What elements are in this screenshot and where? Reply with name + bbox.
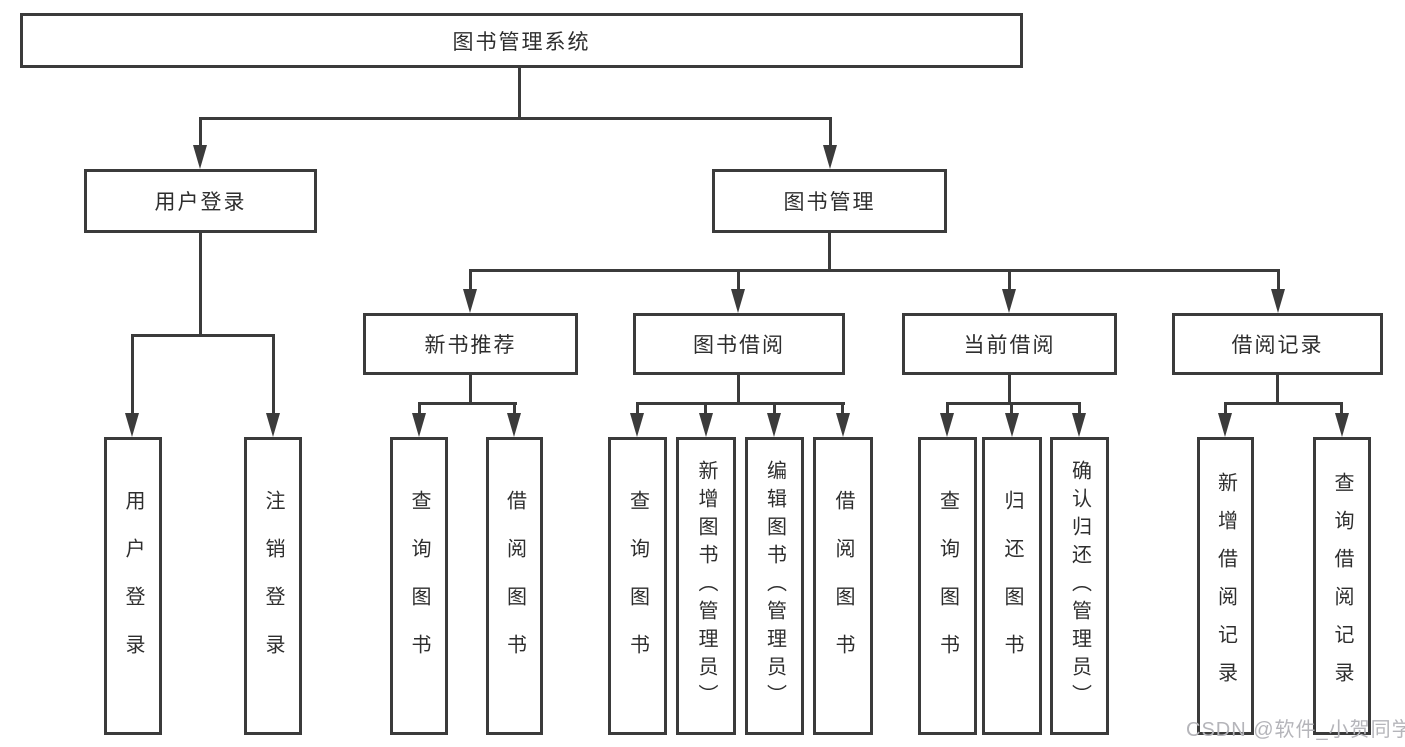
connector-line — [636, 402, 639, 415]
arrow-down-icon — [940, 413, 954, 437]
connector-line — [418, 402, 517, 405]
connector-line — [773, 402, 776, 415]
node-user-login: 用户登录 — [84, 169, 317, 233]
connector-line — [518, 68, 521, 120]
connector-line — [737, 269, 740, 291]
leaf-bb-query-books: 查询图书 — [608, 437, 667, 735]
connector-line — [704, 402, 707, 415]
connector-line — [199, 117, 832, 120]
leaf-bb-query-books-label: 查询图书 — [626, 490, 649, 682]
arrow-down-icon — [125, 413, 139, 437]
arrow-down-icon — [507, 413, 521, 437]
connector-line — [469, 269, 472, 291]
leaf-bb-borrow-books-label: 借阅图书 — [832, 490, 854, 682]
leaf-nbr-query-books-label: 查询图书 — [408, 490, 430, 682]
leaf-bb-add-books-label: 新增图书（管理员） — [695, 460, 717, 712]
connector-line — [1078, 402, 1081, 415]
connector-line — [1277, 269, 1280, 291]
connector-line — [199, 117, 202, 147]
node-borrow-records: 借阅记录 — [1172, 313, 1383, 375]
arrow-down-icon — [1218, 413, 1232, 437]
leaf-user-login: 用户登录 — [104, 437, 162, 735]
connector-line — [199, 233, 202, 337]
leaf-cb-query-books-label: 查询图书 — [936, 490, 959, 682]
leaf-br-add-record: 新增借阅记录 — [1197, 437, 1254, 735]
connector-line — [636, 402, 845, 405]
leaf-bb-borrow-books: 借阅图书 — [813, 437, 873, 735]
arrow-down-icon — [1005, 413, 1019, 437]
leaf-cb-query-books: 查询图书 — [918, 437, 977, 735]
connector-line — [469, 375, 472, 405]
arrow-down-icon — [1335, 413, 1349, 437]
connector-line — [1224, 402, 1343, 405]
node-book-management-label: 图书管理 — [783, 191, 876, 214]
arrow-down-icon — [266, 413, 280, 437]
arrow-down-icon — [630, 413, 644, 437]
connector-line — [1008, 375, 1011, 405]
node-new-book-recommend-label: 新书推荐 — [424, 334, 517, 357]
node-book-borrow-label: 图书借阅 — [693, 334, 785, 357]
leaf-br-add-record-label: 新增借阅记录 — [1214, 472, 1237, 700]
node-user-login-label: 用户登录 — [154, 191, 247, 214]
arrow-down-icon — [836, 413, 850, 437]
node-new-book-recommend: 新书推荐 — [363, 313, 578, 375]
node-root: 图书管理系统 — [20, 13, 1023, 68]
connector-line — [946, 402, 1081, 405]
node-borrow-records-label: 借阅记录 — [1231, 334, 1324, 357]
node-current-borrow-label: 当前借阅 — [963, 334, 1056, 357]
node-book-management: 图书管理 — [712, 169, 947, 233]
arrow-down-icon — [731, 289, 745, 313]
leaf-logout-label: 注销登录 — [262, 490, 284, 682]
connector-line — [1010, 402, 1013, 415]
connector-line — [737, 375, 740, 405]
leaf-bb-edit-books-label: 编辑图书（管理员） — [763, 460, 786, 712]
arrow-down-icon — [1271, 289, 1285, 313]
connector-line — [513, 402, 516, 415]
arrow-down-icon — [412, 413, 426, 437]
leaf-cb-confirm-return-label: 确认归还（管理员） — [1068, 460, 1091, 712]
leaf-nbr-borrow-books: 借阅图书 — [486, 437, 543, 735]
connector-line — [418, 402, 421, 415]
arrow-down-icon — [463, 289, 477, 313]
leaf-bb-add-books: 新增图书（管理员） — [676, 437, 736, 735]
connector-line — [828, 233, 831, 272]
connector-line — [1276, 375, 1279, 405]
connector-line — [272, 334, 275, 415]
leaf-cb-confirm-return: 确认归还（管理员） — [1050, 437, 1109, 735]
leaf-bb-edit-books: 编辑图书（管理员） — [745, 437, 804, 735]
csdn-watermark: CSDN @软件_小贺同学 — [1186, 719, 1405, 741]
arrow-down-icon — [193, 145, 207, 169]
connector-line — [131, 334, 275, 337]
connector-line — [1224, 402, 1227, 415]
leaf-nbr-borrow-books-label: 借阅图书 — [503, 490, 526, 682]
connector-line — [946, 402, 949, 415]
connector-line — [469, 269, 1280, 272]
leaf-user-login-label: 用户登录 — [122, 490, 144, 682]
connector-line — [1340, 402, 1343, 415]
connector-line — [829, 117, 832, 147]
leaf-nbr-query-books: 查询图书 — [390, 437, 448, 735]
leaf-cb-return-books-label: 归还图书 — [1001, 490, 1023, 682]
connector-line — [131, 334, 134, 415]
arrow-down-icon — [1002, 289, 1016, 313]
leaf-br-query-record-label: 查询借阅记录 — [1331, 472, 1353, 700]
leaf-cb-return-books: 归还图书 — [982, 437, 1042, 735]
arrow-down-icon — [823, 145, 837, 169]
node-root-label: 图书管理系统 — [452, 30, 591, 54]
arrow-down-icon — [699, 413, 713, 437]
leaf-br-query-record: 查询借阅记录 — [1313, 437, 1371, 735]
leaf-logout: 注销登录 — [244, 437, 302, 735]
node-book-borrow: 图书借阅 — [633, 313, 845, 375]
arrow-down-icon — [1072, 413, 1086, 437]
connector-line — [1008, 269, 1011, 291]
node-current-borrow: 当前借阅 — [902, 313, 1117, 375]
connector-line — [841, 402, 844, 415]
arrow-down-icon — [767, 413, 781, 437]
